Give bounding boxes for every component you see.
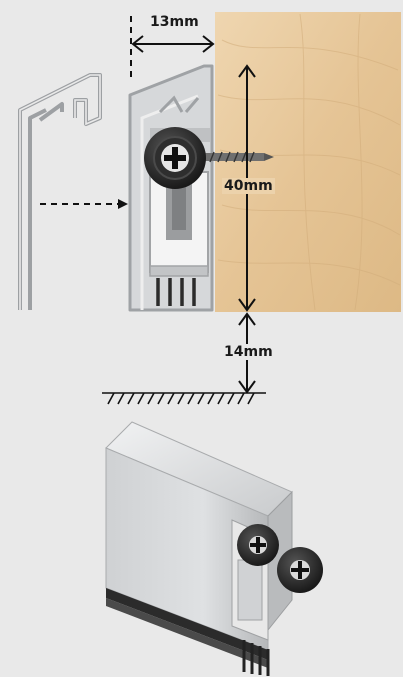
screw-head-icon [277, 547, 323, 593]
width-dimension-arrow [131, 35, 215, 53]
wooden-door [215, 12, 401, 312]
width-dimension-label: 13mm [148, 14, 201, 30]
arrow-right-icon [118, 199, 128, 209]
screw-thread [200, 151, 274, 163]
screw-head-icon [237, 524, 279, 566]
profile-outline-left [18, 73, 102, 310]
floor-hatch-icon [102, 392, 266, 405]
height-dimension-label: 40mm [222, 178, 275, 194]
screw-head-icon [144, 127, 206, 189]
insertion-arrow [40, 199, 128, 209]
gap-dimension-label: 14mm [222, 344, 275, 360]
seal-product-render [105, 421, 323, 676]
profile-outline-left-inner [19, 74, 101, 310]
mounted-seal-profile [128, 64, 274, 312]
